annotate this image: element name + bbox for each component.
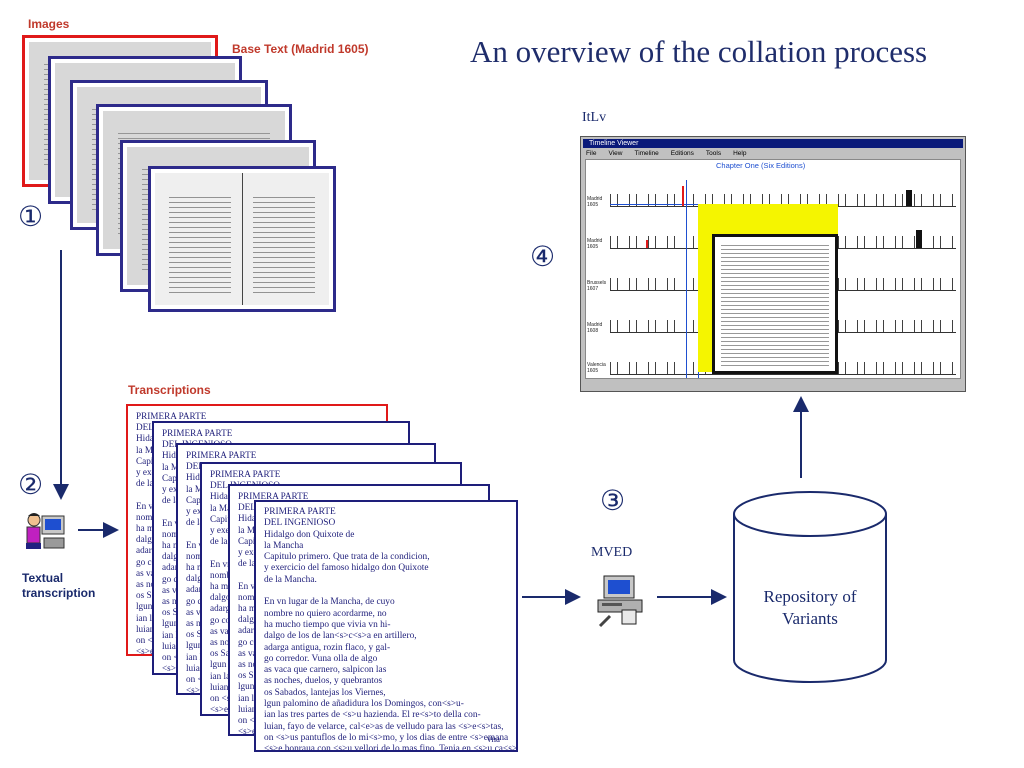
- scan-page-front: [148, 166, 336, 312]
- edition-label: Madrid 1605: [587, 196, 603, 208]
- highlight-region: [698, 238, 712, 372]
- menu-editions[interactable]: Editions: [670, 150, 694, 157]
- page-preview: [712, 234, 838, 374]
- menu-timeline[interactable]: Timeline: [634, 150, 659, 157]
- edition-label: Brussels 1607: [587, 280, 607, 292]
- edition-label: Madrid 1605: [587, 238, 603, 250]
- variant-bars: [610, 194, 956, 206]
- menu-file[interactable]: File: [586, 150, 597, 157]
- mved-label: MVED: [591, 545, 633, 560]
- menu-help[interactable]: Help: [733, 150, 747, 157]
- timeline-canvas[interactable]: Chapter One (Six Editions) Madrid 1605 M…: [585, 159, 961, 379]
- highlight-region: [698, 204, 838, 238]
- repository-label: Repository of Variants: [763, 587, 857, 628]
- step-4-marker: ④: [530, 240, 556, 273]
- variant-bar-tall: [906, 190, 912, 206]
- transcription-page-front: PRIMERA PARTE DEL INGENIOSO Hidalgo don …: [254, 500, 518, 752]
- variant-bar-tall: [916, 230, 922, 248]
- base-text-label: Base Text (Madrid 1605): [232, 42, 369, 56]
- chapter-heading: Chapter One (Six Editions): [716, 161, 806, 170]
- variant-bar-red: [646, 240, 648, 248]
- repository-of-variants: [733, 491, 887, 683]
- page-title: An overview of the collation process: [470, 34, 928, 69]
- page-catchword: vna: [487, 734, 500, 744]
- step-2-marker: ②: [18, 468, 44, 501]
- edition-label: Madrid 1608: [587, 322, 603, 334]
- menu-view[interactable]: View: [608, 150, 623, 157]
- images-label: Images: [28, 17, 70, 31]
- timeline-row: [610, 374, 956, 375]
- itlv-label: ItLv: [582, 110, 607, 125]
- step-3-marker: ③: [600, 484, 626, 517]
- window-title-bar: Timeline Viewer: [583, 139, 963, 148]
- step-1-marker: ①: [18, 200, 44, 233]
- itlv-window: Timeline Viewer File View Timeline Editions…: [580, 136, 966, 392]
- edition-label: Valencia 1605: [587, 362, 606, 374]
- menu-bar: File View Timeline Editions Tools Help: [583, 149, 963, 158]
- selection-line: [610, 204, 698, 205]
- variant-bar-red: [682, 186, 684, 206]
- menu-tools[interactable]: Tools: [705, 150, 722, 157]
- cursor-line: [686, 180, 687, 378]
- textual-transcription-label: Textual transcription: [22, 571, 96, 600]
- transcriptions-label: Transcriptions: [128, 383, 211, 397]
- user-at-computer-icon: [24, 510, 68, 554]
- computer-icon: [592, 572, 648, 628]
